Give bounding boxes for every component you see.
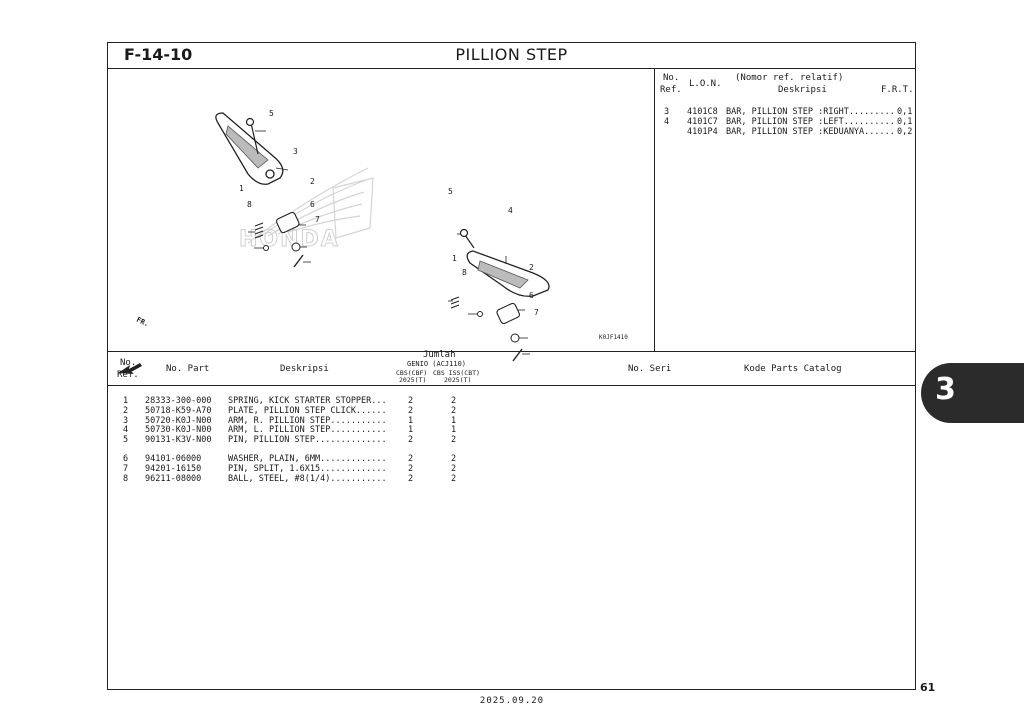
section-tab-number: 3 — [935, 372, 956, 407]
callout: 2 — [310, 177, 315, 186]
table-row: 5 90131-K3V-N00 PIN, PILLION STEP.......… — [123, 435, 457, 445]
leader-lines — [248, 130, 530, 355]
washer-left — [291, 242, 301, 252]
callout: 7 — [315, 215, 320, 224]
divider-vertical — [654, 68, 655, 351]
callout: 1 — [239, 184, 244, 193]
parts-header-model: GENIO (ACJ110) — [407, 360, 467, 368]
plate-right — [496, 302, 521, 325]
table-row: 2 50718-K59-A70 PLATE, PILLION STEP CLIC… — [123, 406, 457, 416]
callout: 4 — [508, 206, 513, 215]
table-row: 6 94101-06000 WASHER, PLAIN, 6MM........… — [123, 454, 457, 464]
figure-code: K0JF1410 — [599, 334, 628, 341]
spring-left — [254, 222, 264, 239]
ball-left — [263, 245, 269, 251]
parts-header-desc: Deskripsi — [280, 364, 329, 374]
callout: 7 — [534, 308, 539, 317]
table-row: 7 94201-16150 PIN, SPLIT, 1.6X15........… — [123, 464, 457, 474]
parts-header-col1: CBS(CBF) — [396, 369, 428, 377]
split-pin-right — [512, 348, 523, 362]
footer-date: 2025.09.20 — [479, 696, 545, 706]
page-frame: F-14-10 PILLION STEP HONDA — [107, 42, 916, 690]
parts-header-catalog: Kode Parts Catalog — [744, 364, 842, 374]
washer-right — [510, 333, 520, 343]
callout: 3 — [293, 147, 298, 156]
front-arrow-icon — [118, 363, 142, 374]
lon-header-lon: L.O.N. — [689, 79, 722, 89]
parts-header-part: No. Part — [166, 364, 210, 374]
pin-right — [459, 228, 475, 249]
divider-table-header — [108, 385, 915, 386]
callout: 1 — [452, 254, 457, 263]
header-bar: F-14-10 PILLION STEP — [108, 43, 915, 69]
section-tab[interactable]: 3 — [921, 363, 1024, 423]
ball-right — [477, 311, 483, 317]
page-number: 61 — [920, 681, 936, 694]
lon-header-relative: (Nomor ref. relatif) — [735, 73, 844, 83]
callout: 8 — [247, 200, 252, 209]
lon-header-ref: Ref. — [660, 85, 682, 95]
spring-right — [450, 296, 460, 309]
lon-row: 4 4101C7 BAR, PILLION STEP :LEFT........… — [664, 117, 913, 127]
parts-header-jumlah: Jumlah — [423, 350, 456, 360]
lon-header-no: No. — [663, 73, 680, 83]
table-row: 1 28333-300-000 SPRING, KICK STARTER STO… — [123, 396, 457, 406]
callout: 6 — [310, 200, 315, 209]
callout: 6 — [529, 291, 534, 300]
table-row: 3 50720-K0J-N00 ARM, R. PILLION STEP....… — [123, 416, 457, 426]
right-pillion-step-arm — [215, 112, 284, 185]
callout: 2 — [529, 263, 534, 272]
lon-header-desc: Deskripsi — [778, 85, 827, 95]
parts-header-ref: Ref. — [117, 370, 139, 380]
callout: 5 — [269, 109, 274, 118]
section-code: F-14-10 — [124, 45, 193, 64]
table-row: 4 50730-K0J-N00 ARM, L. PILLION STEP....… — [123, 425, 457, 435]
parts-header-seri: No. Seri — [628, 364, 672, 374]
lon-row: 4101P4 BAR, PILLION STEP :KEDUANYA......… — [687, 127, 913, 137]
callout: 8 — [462, 268, 467, 277]
divider-table-top — [108, 351, 915, 352]
lon-row: 3 4101C8 BAR, PILLION STEP :RIGHT.......… — [664, 107, 913, 117]
parts-header-col1-year: 2025(T) — [399, 376, 427, 384]
plate-left — [275, 211, 300, 234]
parts-header-col2: CBS ISS(CBT) — [433, 369, 480, 377]
pin-left — [245, 117, 259, 155]
table-row: 8 96211-08000 BALL, STEEL, #8(1/4)......… — [123, 474, 457, 484]
parts-diagram: HONDA — [118, 112, 550, 374]
left-pillion-step-arm — [466, 250, 550, 297]
page-title: PILLION STEP — [455, 45, 568, 64]
parts-header-col2-year: 2025(T) — [444, 376, 472, 384]
parts-header-no: No. — [120, 358, 137, 368]
split-pin-left — [293, 254, 304, 268]
lon-header-frt: F.R.T. — [881, 85, 914, 95]
honda-wing-watermark — [247, 167, 374, 244]
callout: 5 — [448, 187, 453, 196]
